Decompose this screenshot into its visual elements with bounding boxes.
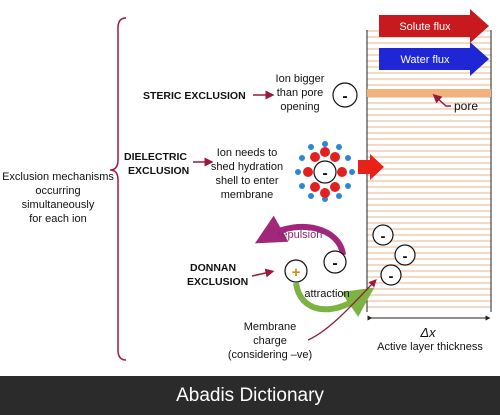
- pore-pointer: pore: [432, 93, 478, 113]
- hydrated-anion-cluster: -: [295, 141, 355, 202]
- attraction-label: attraction: [304, 288, 349, 300]
- attraction-arrow: [293, 282, 375, 317]
- dielectric-title-2: EXCLUSION: [128, 165, 189, 177]
- svg-text:for each ion: for each ion: [29, 213, 86, 225]
- thickness-dimension: Δx Active layer thickness: [367, 315, 491, 353]
- dielectric-entry-arrow: [358, 154, 384, 180]
- svg-text:(considering –ve): (considering –ve): [228, 349, 312, 361]
- delta-x-label: Δx: [419, 325, 436, 340]
- fixed-charge: [394, 244, 416, 266]
- donnan-exclusion: DONNAN EXCLUSION repulsion + - attractio…: [187, 215, 375, 317]
- svg-text:shell to enter: shell to enter: [216, 175, 279, 187]
- donnan-title-1: DONNAN: [190, 262, 236, 274]
- membrane-fixed-charges: - - -: [372, 224, 416, 286]
- active-layer-thickness-label: Active layer thickness: [377, 341, 483, 353]
- svg-text:-: -: [381, 228, 386, 245]
- footer-banner: Abadis Dictionary: [0, 376, 500, 415]
- donnan-cation: [284, 259, 308, 283]
- footer-text: Abadis Dictionary: [176, 384, 324, 406]
- steric-title: STERIC EXCLUSION: [143, 90, 246, 102]
- solute-flux-label: Solute flux: [399, 21, 451, 33]
- svg-text:Membrane: Membrane: [244, 321, 297, 333]
- pore-label: pore: [454, 99, 478, 113]
- svg-text:charge: charge: [253, 335, 287, 347]
- left-label: Exclusion mechanisms occurring simultane…: [2, 171, 114, 225]
- left-brace: [109, 17, 127, 361]
- svg-text:than pore: than pore: [277, 87, 323, 99]
- solute-flux-arrow: Solute flux: [379, 9, 489, 43]
- svg-text:Ion needs to: Ion needs to: [217, 147, 278, 159]
- water-flux-arrow: Water flux: [379, 42, 489, 76]
- svg-text:occurring: occurring: [35, 185, 80, 197]
- svg-text:+: +: [292, 264, 301, 281]
- svg-text:shed hydration: shed hydration: [211, 161, 283, 173]
- exclusion-mechanisms-diagram: Solute flux Water flux pore Exclusion me…: [2, 9, 492, 361]
- svg-text:-: -: [342, 88, 347, 105]
- steric-exclusion: STERIC EXCLUSION Ion bigger than pore op…: [143, 73, 358, 113]
- dielectric-anion: [313, 160, 337, 184]
- donnan-title-2: EXCLUSION: [187, 276, 248, 288]
- membrane-charge: Membrane charge (considering –ve): [228, 279, 377, 361]
- svg-text:simultaneously: simultaneously: [22, 199, 95, 211]
- pore-band: [367, 89, 491, 97]
- svg-text:-: -: [322, 165, 327, 182]
- fixed-charge: [372, 224, 394, 246]
- dielectric-title-1: DIELECTRIC: [124, 151, 187, 163]
- fixed-charge: [380, 264, 402, 286]
- repulsion-arrow: [254, 215, 346, 256]
- svg-text:Ion bigger: Ion bigger: [276, 73, 325, 85]
- steric-anion: [332, 82, 358, 108]
- dielectric-exclusion: DIELECTRIC EXCLUSION Ion needs to shed h…: [124, 147, 283, 201]
- svg-text:-: -: [389, 268, 394, 285]
- svg-text:Exclusion mechanisms: Exclusion mechanisms: [2, 171, 114, 183]
- donnan-anion: [323, 250, 347, 274]
- svg-text:membrane: membrane: [221, 189, 274, 201]
- svg-text:opening: opening: [280, 101, 319, 113]
- svg-text:-: -: [403, 248, 408, 265]
- repulsion-label: repulsion: [278, 229, 323, 241]
- svg-text:-: -: [332, 255, 337, 272]
- water-flux-label: Water flux: [400, 54, 450, 66]
